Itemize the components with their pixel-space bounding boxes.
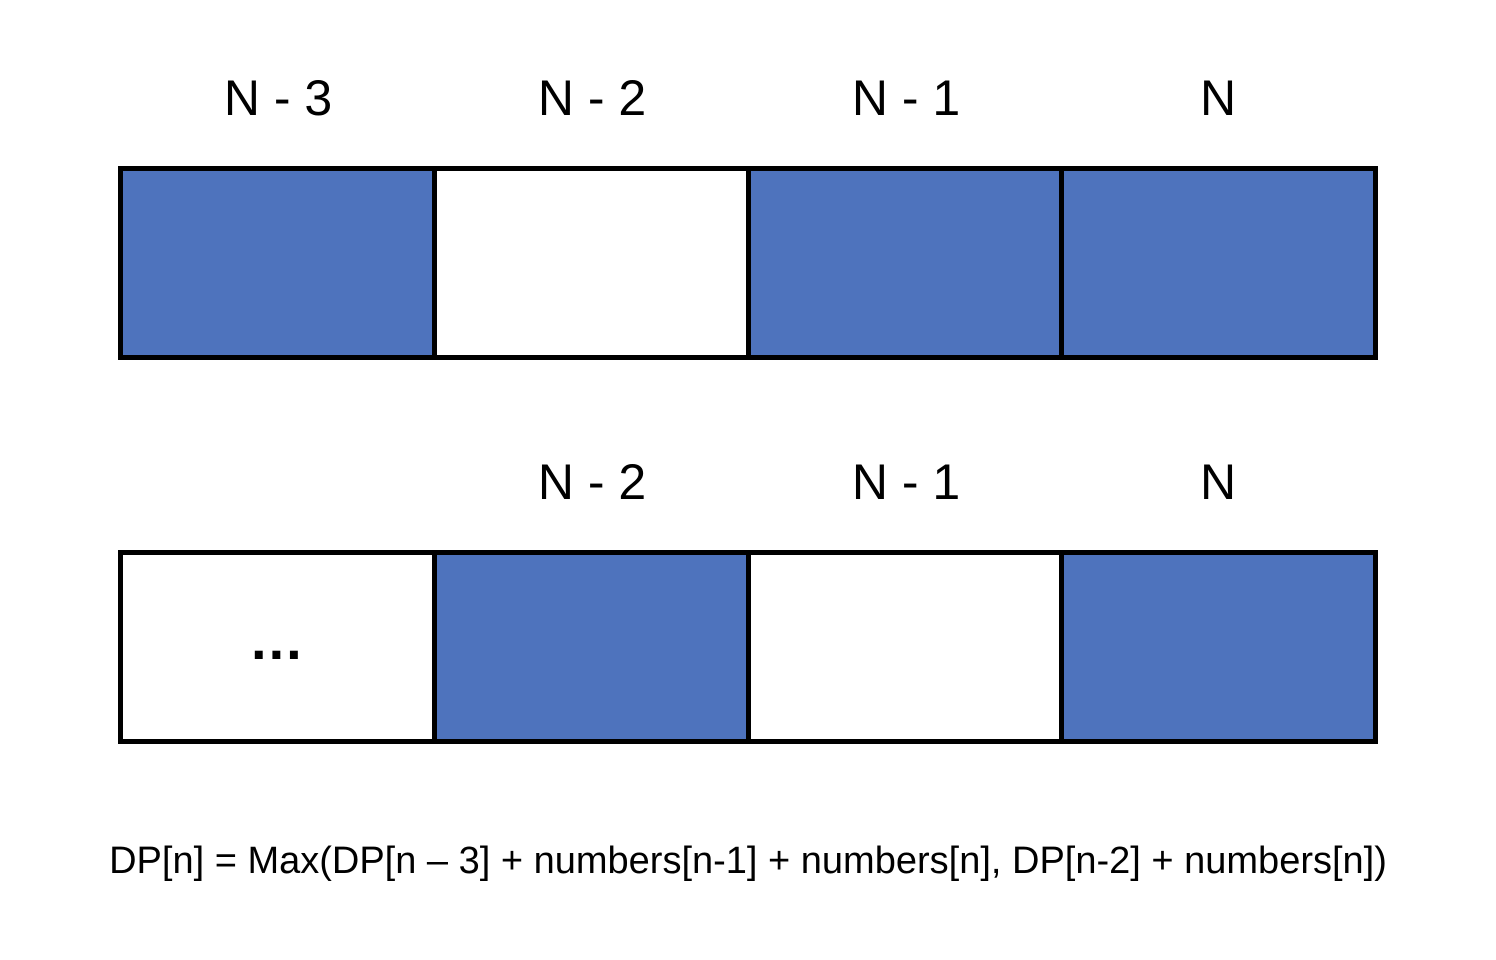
label-n: N <box>1199 454 1237 510</box>
ellipsis-text: ... <box>251 607 304 671</box>
cell-n-minus-3-selected <box>123 171 432 355</box>
bottom-column-labels: N - 2 N - 1 N <box>0 452 1496 512</box>
cell-n-minus-2-selected <box>431 555 746 739</box>
label-n-minus-1: N - 1 <box>851 70 961 126</box>
cell-n-minus-1-selected <box>745 171 1060 355</box>
label-n-minus-1: N - 1 <box>851 454 961 510</box>
label-n: N <box>1199 70 1237 126</box>
top-column-labels: N - 3 N - 2 N - 1 N <box>0 68 1496 128</box>
cell-n-selected <box>1059 555 1373 739</box>
label-n-minus-2: N - 2 <box>537 454 647 510</box>
cell-n-minus-1-skipped <box>745 555 1060 739</box>
cell-n-selected <box>1059 171 1373 355</box>
bottom-array-strip: ... <box>118 550 1378 744</box>
cell-ellipsis: ... <box>123 555 432 739</box>
cell-n-minus-2-skipped <box>431 171 746 355</box>
top-array-strip <box>118 166 1378 360</box>
recurrence-formula: DP[n] = Max(DP[n – 3] + numbers[n-1] + n… <box>109 840 1387 882</box>
label-n-minus-3: N - 3 <box>223 70 333 126</box>
label-n-minus-2: N - 2 <box>537 70 647 126</box>
